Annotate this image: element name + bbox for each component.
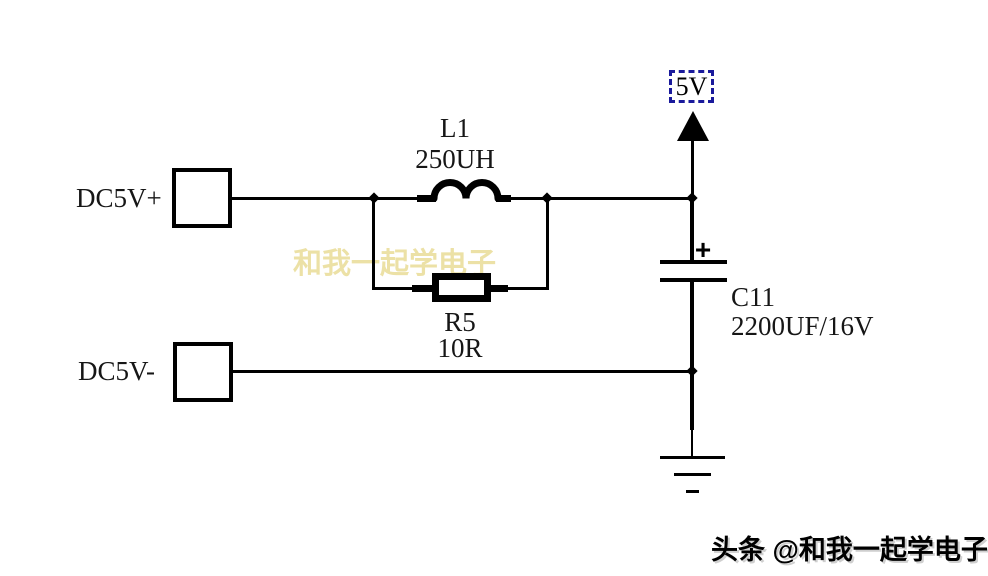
- ground-symbol: [660, 456, 725, 459]
- capacitor-plate-bottom: [660, 278, 727, 282]
- resistor-lead-left: [412, 285, 432, 292]
- wire-top-left: [232, 197, 436, 200]
- ground-symbol: [674, 473, 711, 476]
- wire-drop-right: [546, 197, 549, 290]
- terminal-label-positive: DC5V+: [76, 183, 162, 213]
- footer-credit-text: 头条 @和我一起学电子: [711, 535, 988, 565]
- junction-dot: [686, 365, 698, 377]
- resistor-symbol: [432, 273, 491, 302]
- junction-dot: [368, 192, 380, 204]
- inductor-value: 250UH: [415, 144, 495, 174]
- resistor-value: 10R: [437, 333, 483, 363]
- wire-cap-bottom: [690, 282, 694, 372]
- wire-cap-top: [690, 198, 694, 260]
- wire-bottom: [233, 370, 693, 373]
- capacitor-polarity-mark: +: [694, 234, 712, 265]
- wire-power-stem: [691, 139, 694, 198]
- capacitor-plate-top: [660, 260, 727, 264]
- resistor-ref: R5: [444, 307, 476, 337]
- inductor-symbol: [417, 179, 511, 202]
- wire-to-ground-thin: [691, 430, 693, 457]
- junction-dot: [686, 192, 698, 204]
- terminal-dc5v-plus: [172, 168, 232, 228]
- ground-symbol: [686, 490, 699, 493]
- power-flag-label: 5V: [675, 71, 708, 101]
- capacitor-ref: C11: [731, 282, 776, 312]
- inductor-ref: L1: [440, 113, 470, 143]
- terminal-dc5v-minus: [173, 342, 233, 402]
- wire-top-right: [496, 197, 693, 200]
- resistor-lead-right: [491, 285, 508, 292]
- wire-drop-left: [372, 197, 375, 290]
- power-flag-box: 5V: [669, 70, 714, 103]
- junction-dot: [541, 192, 553, 204]
- terminal-label-negative: DC5V-: [78, 356, 156, 386]
- capacitor-value: 2200UF/16V: [731, 311, 874, 341]
- power-arrow-icon: [677, 111, 709, 141]
- wire-to-ground-thick: [690, 372, 694, 430]
